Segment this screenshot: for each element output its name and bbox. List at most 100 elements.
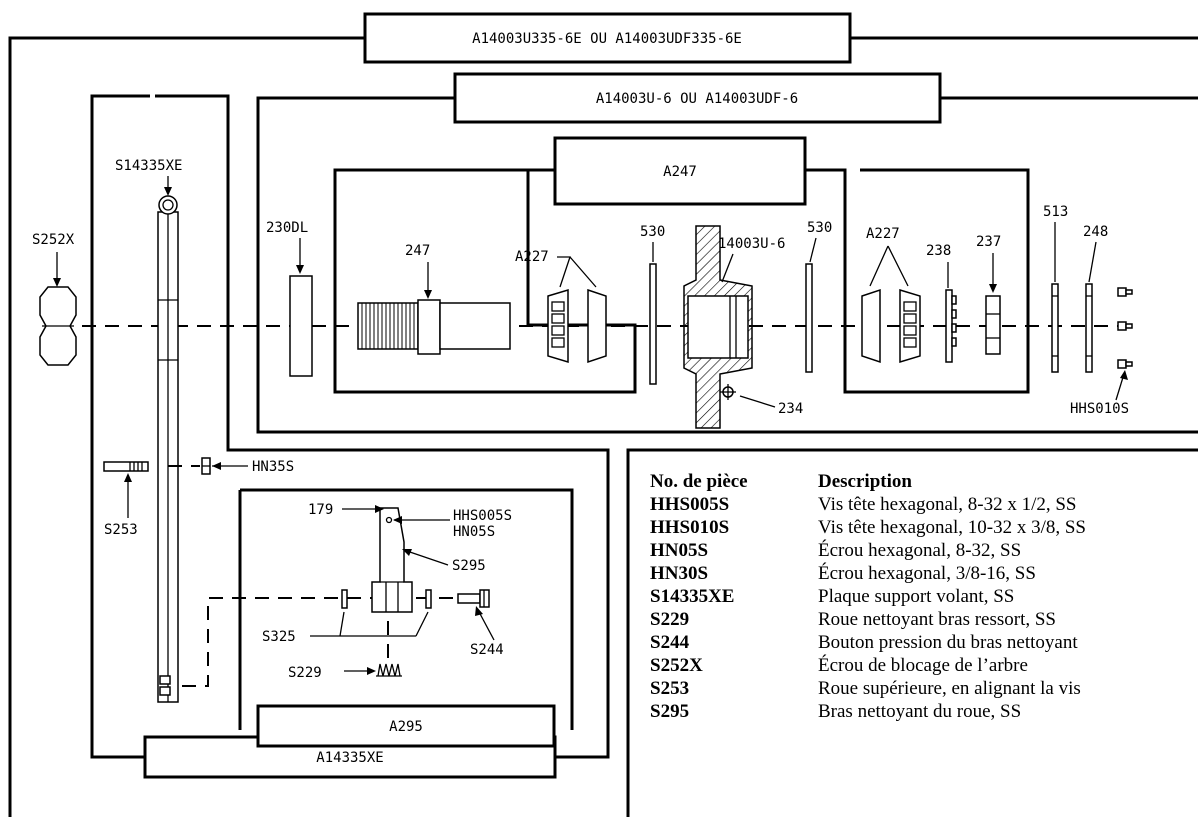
arrow-230dl — [296, 265, 304, 274]
arrow-hhs005s — [393, 516, 402, 524]
assembly-label-cleaner: A295 — [389, 719, 423, 735]
legend-part-number: S229 — [650, 609, 690, 630]
leader-s295 — [403, 549, 449, 566]
callout-179: 179 — [308, 502, 333, 518]
arrow-237 — [989, 284, 997, 293]
assembly-label-bearing: A247 — [663, 164, 697, 180]
legend-frame — [626, 448, 1198, 817]
cleaner-arm-s295 — [371, 507, 413, 613]
legend-description: Bouton pression du bras nettoyant — [818, 632, 1078, 653]
bearing-a227-left — [547, 288, 607, 364]
legend-part-number: S252X — [650, 655, 703, 676]
arrow-s244 — [475, 606, 483, 616]
washer-530-left — [649, 263, 657, 385]
arrow-247 — [424, 290, 432, 299]
screws-hhs010s — [1117, 287, 1133, 369]
callout-s14335xe: S14335XE — [115, 158, 182, 174]
legend-row: HN30S Écrou hexagonal, 3/8-16, SS — [650, 562, 1198, 585]
part-230dl — [289, 275, 313, 377]
callout-s229: S229 — [288, 665, 322, 681]
legend-header-description: Description — [818, 471, 912, 492]
legend-header-part: No. de pièce — [650, 471, 748, 492]
leader-s244 — [477, 609, 495, 641]
legend-part-number: S253 — [650, 678, 690, 699]
part-247-shaft — [357, 299, 511, 355]
hub-14003u-6 — [683, 225, 753, 429]
legend-description: Roue nettoyant bras ressort, SS — [818, 609, 1057, 630]
callout-230dl: 230DL — [266, 220, 308, 236]
assembly-box-outer — [363, 12, 852, 64]
leader-530-right — [809, 237, 817, 263]
bearing-right-frame — [805, 168, 1030, 394]
arrow-s229 — [367, 667, 376, 675]
legend-row: S14335XE Plaque support volant, SS — [650, 585, 1198, 608]
callout-s295: S295 — [452, 558, 486, 574]
callout-hhs010s: HHS010S — [1070, 401, 1129, 417]
arrow-179 — [375, 505, 384, 513]
knob-s244 — [457, 589, 490, 608]
outer-assembly-frame — [8, 36, 1198, 817]
seal-238 — [945, 289, 957, 363]
callout-530-left: 530 — [640, 224, 665, 240]
leader-a227-left — [557, 256, 597, 288]
arrow-hhs010s — [1120, 370, 1128, 380]
callout-14003u-6: 14003U-6 — [718, 236, 785, 252]
legend-header-row: No. de pièce Description — [650, 470, 1198, 493]
callout-a227-left: A227 — [515, 249, 549, 265]
callout-a227-right: A227 — [866, 226, 900, 242]
leader-248 — [1088, 241, 1097, 283]
assembly-label-arm: A14335XE — [316, 750, 383, 766]
spring-s229 — [376, 663, 402, 677]
arrow-s252x — [53, 278, 61, 287]
plate-248 — [1085, 283, 1093, 373]
callout-238: 238 — [926, 243, 951, 259]
legend-part-number: S14335XE — [650, 586, 735, 607]
leader-s325 — [310, 611, 429, 637]
legend-description: Bras nettoyant du roue, SS — [818, 701, 1022, 722]
arrow-s253 — [124, 473, 132, 482]
axis-cleaner — [182, 597, 460, 687]
callout-237: 237 — [976, 234, 1001, 250]
plate-513 — [1051, 283, 1059, 373]
callout-530-right: 530 — [807, 220, 832, 236]
assembly-label-hub: A14003U-6 OU A14003UDF-6 — [596, 91, 798, 107]
bearing-a227-right — [861, 288, 921, 364]
pin-s325-right — [425, 589, 432, 609]
screw-s253 — [103, 461, 149, 472]
leader-a227-right — [869, 245, 909, 287]
washer-530-right — [805, 263, 813, 373]
legend-row: S295 Bras nettoyant du roue, SS — [650, 700, 1198, 723]
legend-row: S253 Roue supérieure, en alignant la vis — [650, 677, 1198, 700]
legend-row: S252X Écrou de blocage de l’arbre — [650, 654, 1198, 677]
assembly-box-cleaner — [256, 704, 556, 748]
legend-part-number: HN30S — [650, 563, 709, 584]
legend-row: S229 Roue nettoyant bras ressort, SS — [650, 608, 1198, 631]
callout-hhs005s: HHS005S — [453, 508, 512, 524]
legend-part-number: S244 — [650, 632, 690, 653]
assembly-label-outer: A14003U335-6E OU A14003UDF335-6E — [472, 31, 742, 47]
legend-description: Écrou hexagonal, 3/8-16, SS — [818, 563, 1036, 584]
callout-513: 513 — [1043, 204, 1068, 220]
callout-247: 247 — [405, 243, 430, 259]
assembly-box-bearing — [553, 136, 807, 206]
callout-s253: S253 — [104, 522, 138, 538]
legend-part-number: S295 — [650, 701, 690, 722]
support-plate-s14335xe — [157, 195, 179, 703]
legend-description: Vis tête hexagonal, 8-32 x 1/2, SS — [818, 494, 1077, 515]
leader-14003u-6 — [721, 253, 734, 283]
callout-s325: S325 — [262, 629, 296, 645]
legend-description: Écrou de blocage de l’arbre — [818, 655, 1028, 676]
legend-description: Roue supérieure, en alignant la vis — [818, 678, 1081, 699]
legend-row: S244 Bouton pression du bras nettoyant — [650, 631, 1198, 654]
hex-nut-s252x — [39, 286, 77, 366]
screw-234 — [720, 384, 736, 400]
arrow-s14335xe — [164, 187, 172, 196]
nut-hn35s — [201, 457, 211, 475]
legend-description: Plaque support volant, SS — [818, 586, 1015, 607]
